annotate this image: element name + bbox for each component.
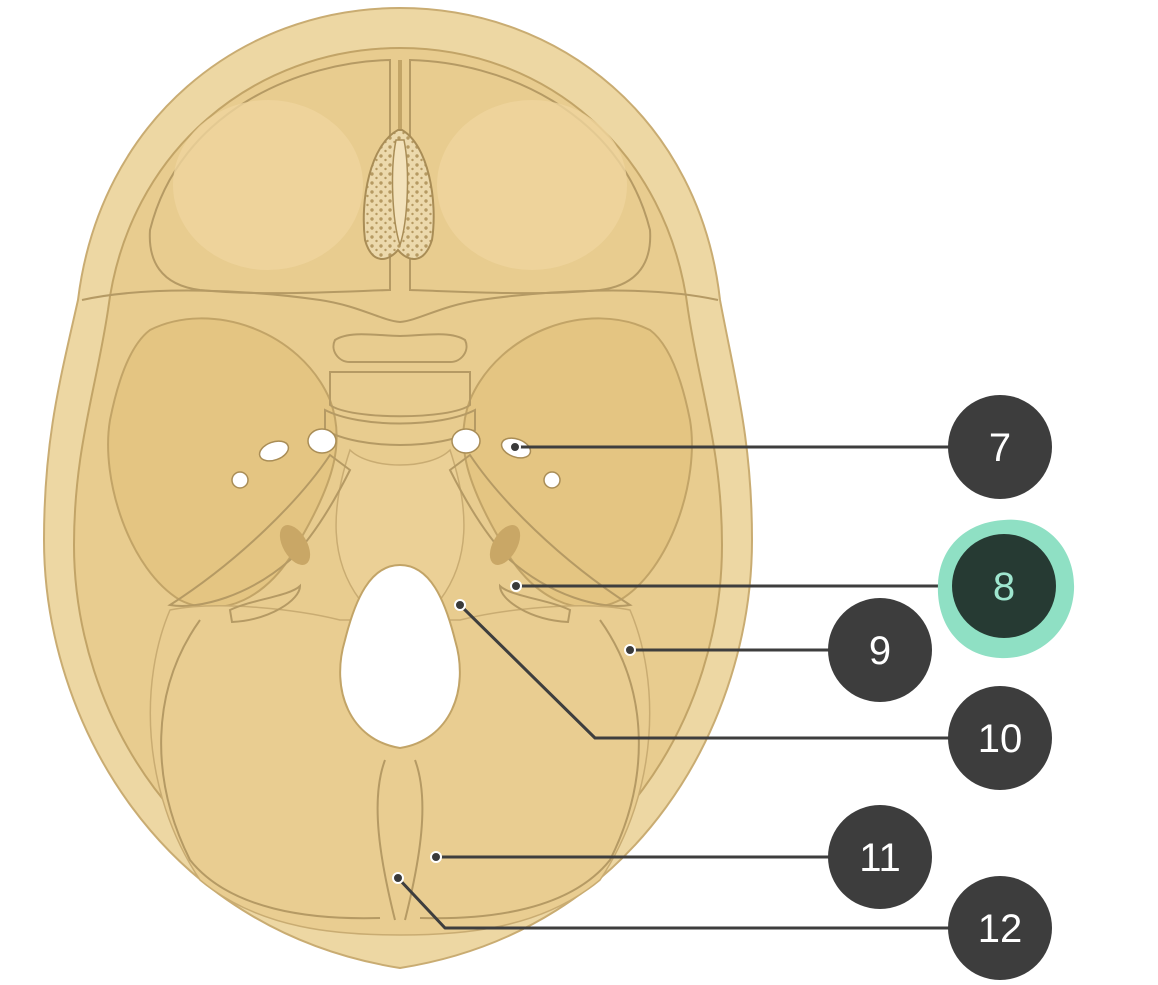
pin-11 <box>430 851 442 863</box>
pin-12 <box>392 872 404 884</box>
pin-7 <box>509 441 521 453</box>
sigmoid-groove-left <box>160 619 381 920</box>
pin-10 <box>454 599 466 611</box>
marker-7[interactable]: 7 <box>948 395 1052 499</box>
sigmoid-groove-right <box>419 619 640 920</box>
dorsum-sellae <box>324 408 476 446</box>
leader-line-10 <box>458 603 1002 740</box>
pins <box>392 441 636 884</box>
marker-10[interactable]: 10 <box>948 686 1052 790</box>
middle-fossa-right <box>462 317 693 609</box>
orbital-roof-left <box>173 100 363 270</box>
leader-line-12 <box>396 876 1002 930</box>
petrous-ridge-right <box>448 453 633 607</box>
marker-7-label[interactable]: 7 <box>989 426 1011 470</box>
foramen-rotundum-left <box>258 440 290 462</box>
internal-occipital-crest <box>376 759 424 921</box>
internal-acoustic-meatus-right <box>489 525 521 565</box>
marker-8[interactable]: 8 <box>937 519 1075 659</box>
posterior-fossa <box>149 605 651 936</box>
marker-8-circle[interactable] <box>952 534 1056 638</box>
pin-8 <box>510 580 522 592</box>
marker-12-circle[interactable] <box>948 876 1052 980</box>
sella-turcica <box>329 371 471 418</box>
anterior-fossa-left <box>148 58 391 295</box>
petrous-ridge-left <box>167 453 352 607</box>
marker-11-circle[interactable] <box>828 805 932 909</box>
foramen-ovale-left <box>307 428 337 454</box>
marker-11-label[interactable]: 11 <box>859 836 901 880</box>
marker-9-circle[interactable] <box>828 598 932 702</box>
foramen-magnum <box>339 563 461 750</box>
tuberculum-sellae <box>332 333 468 363</box>
foramen-ovale-right <box>451 428 481 454</box>
anterior-fossa-right <box>409 58 652 295</box>
marker-11[interactable]: 11 <box>828 805 932 909</box>
clivus <box>335 448 465 601</box>
marker-12-label[interactable]: 12 <box>978 907 1023 951</box>
marker-12[interactable]: 12 <box>948 876 1052 980</box>
crista-galli-ridge <box>391 139 409 248</box>
internal-acoustic-meatus-left <box>279 525 311 565</box>
marker-9-label[interactable]: 9 <box>869 629 891 673</box>
marker-10-circle[interactable] <box>948 686 1052 790</box>
middle-fossa-left <box>107 317 338 609</box>
lesser-wing-ridge <box>81 289 719 324</box>
marker-10-label[interactable]: 10 <box>978 717 1023 761</box>
marker-8-label[interactable]: 8 <box>993 565 1015 609</box>
foramen-spinosum-left <box>231 471 249 489</box>
jugular-region-left <box>228 583 302 624</box>
marker-9[interactable]: 9 <box>828 598 932 702</box>
pin-9 <box>624 644 636 656</box>
marker-7-circle[interactable] <box>948 395 1052 499</box>
orbital-roof-right <box>437 100 627 270</box>
foramen-spinosum-right <box>543 471 561 489</box>
jugular-region-right <box>498 583 572 624</box>
leader-lines <box>396 445 1006 930</box>
